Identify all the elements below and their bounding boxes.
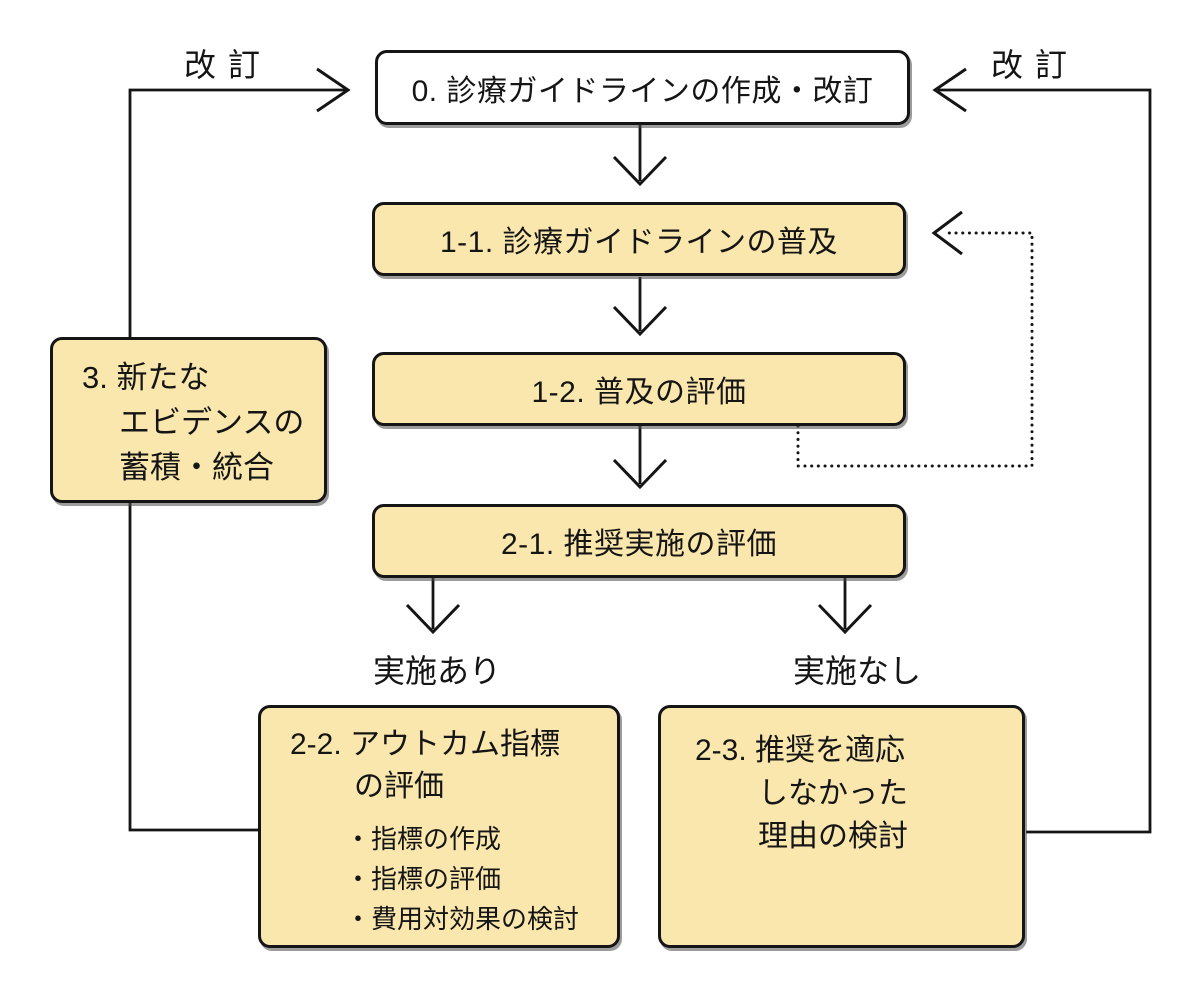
arrowhead-1-2-to-2-1 xyxy=(612,458,668,490)
edge-revision-right xyxy=(938,88,1152,834)
box-reason-line-2: しなかった xyxy=(758,777,908,810)
box-new-evidence-line-3: 蓄積・統合 xyxy=(119,450,274,485)
box-recommendation-implementation-evaluation: 2-1. 推奨実施の評価 xyxy=(372,504,906,578)
box-outcome-bullet-1: ・指標の作成 xyxy=(345,824,502,854)
box-dissemination-evaluation: 1-2. 普及の評価 xyxy=(372,352,906,426)
label-revision-left: 改訂 xyxy=(183,47,272,83)
arrowhead-revision-right xyxy=(932,67,967,113)
label-not-implemented: 実施なし xyxy=(792,653,921,689)
box-dissemination-evaluation-label: 1-2. 普及の評価 xyxy=(531,376,747,409)
label-revision-right: 改訂 xyxy=(990,47,1079,83)
label-implemented: 実施あり xyxy=(372,653,501,689)
box-recommendation-implementation-evaluation-label: 2-1. 推奨実施の評価 xyxy=(500,528,778,561)
arrowhead-feedback-dotted xyxy=(931,210,963,256)
box-new-evidence-line-2: エビデンスの xyxy=(119,405,305,440)
box-guideline-creation-revision: 0. 診療ガイドラインの作成・改訂 xyxy=(375,50,910,125)
box-guideline-dissemination-label: 1-1. 診療ガイドラインの普及 xyxy=(439,226,839,259)
box-outcome-indicator-evaluation: 2-2. アウトカム指標 の評価 ・指標の作成 ・指標の評価 ・費用対効果の検討 xyxy=(258,705,620,948)
arrowhead-1-1-to-1-2 xyxy=(612,305,668,337)
arrowhead-revision-left xyxy=(316,67,351,113)
box-guideline-dissemination: 1-1. 診療ガイドラインの普及 xyxy=(372,202,906,276)
arrowhead-2-1-implemented xyxy=(405,603,461,635)
edge-feedback-dotted xyxy=(796,231,1034,468)
box-outcome-bullet-3: ・費用対効果の検討 xyxy=(345,904,580,934)
box-outcome-bullet-2: ・指標の評価 xyxy=(345,864,502,894)
box-outcome-title-line-2: の評価 xyxy=(354,770,444,803)
box-new-evidence-line-1: 3. 新たな xyxy=(82,360,210,395)
box-reason-line-1: 2-3. 推奨を適応 xyxy=(695,734,906,767)
arrowhead-step0-to-1-1 xyxy=(612,155,668,187)
box-outcome-title-line-1: 2-2. アウトカム指標 xyxy=(290,728,561,761)
box-reason-line-3: 理由の検討 xyxy=(758,820,908,853)
box-nonapplication-reason-review: 2-3. 推奨を適応 しなかった 理由の検討 xyxy=(658,705,1025,948)
arrowhead-2-1-not-implemented xyxy=(817,603,873,635)
box-new-evidence-accumulation: 3. 新たな エビデンスの 蓄積・統合 xyxy=(50,337,327,503)
box-guideline-creation-revision-label: 0. 診療ガイドラインの作成・改訂 xyxy=(411,74,874,108)
